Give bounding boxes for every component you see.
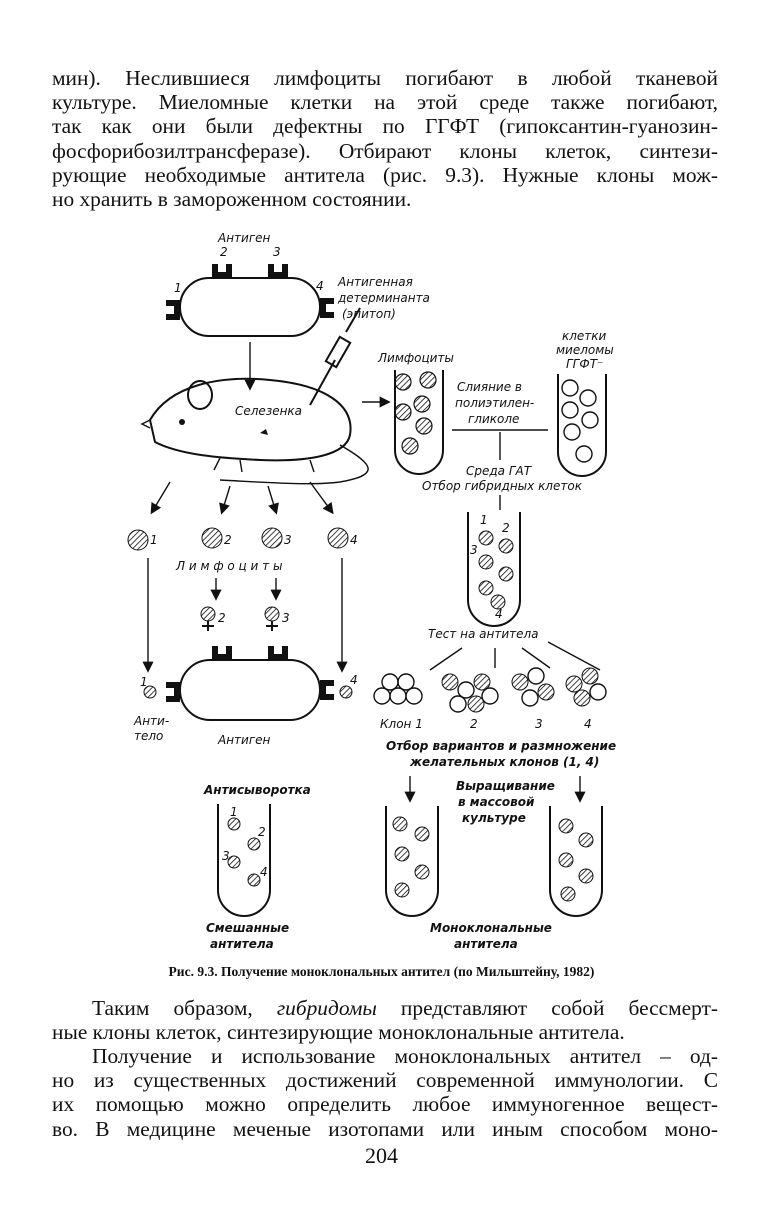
fusion-label: Слияние в [457, 380, 522, 394]
lymphocytes-row-label: Л и м ф о ц и т ы [175, 559, 282, 573]
myeloma-tube: клетки миеломы ГГФТ⁻ [556, 329, 614, 477]
antibody-test-label: Тест на антитела [428, 627, 539, 641]
antibody-number: 1 [140, 675, 148, 689]
antigen-bottom-diagram: 2 3 1 4 Анти- тело Антиген [133, 606, 358, 747]
antibody-number: 2 [258, 825, 266, 839]
mouse-illustration: Селезенка [140, 307, 369, 485]
bottom-paragraph-2: Получение и использование моноклональных… [52, 1044, 718, 1141]
figure-monoclonal-antibodies: Антиген 2 3 1 4 Антигенная детерминанта … [110, 220, 670, 960]
determinant-label: (эпитоп) [342, 307, 396, 321]
hat-label: Отбор гибридных клеток [422, 479, 583, 493]
epitope-block [268, 264, 288, 278]
clone-number: 4 [584, 717, 592, 731]
selection-label: Отбор вариантов и размножение [386, 739, 616, 753]
myeloma-label: клетки [562, 329, 607, 343]
epitope-number: 2 [220, 245, 228, 259]
figure-caption: Рис. 9.3. Получение моноклональных антит… [168, 964, 595, 979]
monoclonal-label: Моноклональные [430, 921, 552, 935]
antibody-label: тело [134, 729, 163, 743]
text-run: представляют собой бессмерт- [400, 996, 719, 1020]
antigen-top-diagram: Антиген 2 3 1 4 Антигенная детерминанта … [166, 231, 430, 391]
text-line: ные клоны клеток, синтезирующие моноклон… [52, 1020, 625, 1045]
lymphocyte-row: 1 2 3 4 Л и м ф о ц и т ы [127, 481, 358, 673]
fusion-label: полиэтилен- [455, 396, 534, 410]
top-paragraph: мин). Неслившиеся лимфоциты погибают в л… [52, 66, 718, 211]
lymphocytes-tube-label: Лимфоциты [377, 351, 454, 365]
epitope-block [212, 264, 232, 278]
text-run: Таким образом, [92, 996, 253, 1020]
epitope-number: 4 [316, 279, 324, 293]
clone-number: 2 [470, 717, 478, 731]
text-line: культуре. Миеломные клетки на этой среде… [52, 90, 718, 115]
epitope-block [166, 300, 180, 320]
spleen-label: Селезенка [235, 404, 302, 418]
determinant-label: Антигенная [337, 275, 413, 289]
mass-culture: Выращивание в массовой культуре Моноклон… [385, 776, 603, 951]
lymphocyte-number: 4 [350, 533, 358, 547]
mixed-antibodies-label: антитела [210, 937, 274, 951]
text-line: но из существенных достижений современно… [52, 1068, 718, 1093]
clone-number: 3 [470, 543, 478, 557]
lymphocytes-tube: Лимфоциты [362, 351, 454, 475]
mass-culture-label: Выращивание [456, 779, 555, 793]
antigen-bottom-label: Антиген [217, 733, 271, 747]
text-line: фосфорибозилтрансферазе). Отбирают клоны… [52, 138, 718, 163]
antigen-top-label: Антиген [217, 231, 271, 245]
text-line: их помощью можно определить любое иммуно… [52, 1092, 718, 1117]
antiserum-tube: Антисыворотка 1 2 3 4 Смешанные антитела [203, 783, 311, 951]
epitope-number: 3 [273, 245, 281, 259]
antibody-number: 1 [230, 805, 238, 819]
bottom-paragraph-1: Таким образом, гибридомы представляют со… [52, 996, 718, 1044]
antibody-number: 3 [222, 849, 230, 863]
myeloma-label: ГГФТ⁻ [566, 357, 603, 371]
text-line: Таким образом, гибридомы представляют со… [52, 996, 718, 1020]
emphasis: гибридомы [276, 996, 377, 1020]
myeloma-label: миеломы [556, 343, 614, 357]
antigen-body [179, 277, 321, 337]
mixed-antibodies-label: Смешанные [206, 921, 289, 935]
mass-culture-label: в массовой [458, 795, 535, 809]
fusion-label: гликоле [468, 412, 519, 426]
clone-number: 4 [495, 607, 503, 621]
antibody-number: 3 [282, 611, 290, 625]
selection-label: желательных клонов (1, 4) [409, 755, 599, 769]
lymphocyte-number: 3 [284, 533, 292, 547]
epitope-number: 1 [174, 281, 182, 295]
lymphocyte-number: 1 [150, 533, 158, 547]
antibody-number: 4 [260, 865, 268, 879]
antibody-label: Анти- [133, 714, 169, 728]
clone-number: 2 [502, 521, 510, 535]
hat-selection: Среда ГАТ Отбор гибридных клеток 1 2 3 4 [422, 464, 583, 627]
antibody-number: 2 [218, 611, 226, 625]
monoclonal-label: антитела [454, 937, 518, 951]
text-line: но хранить в замороженном состоянии. [52, 187, 412, 212]
hat-label: Среда ГАТ [466, 464, 533, 478]
text-line: во. В медицине меченые изотопами или ины… [52, 1116, 718, 1141]
clone-number: 3 [535, 717, 543, 731]
fusion-step: Слияние в полиэтилен- гликоле [452, 380, 548, 460]
antibody-test: Тест на антитела Кло [373, 627, 607, 731]
clone-label: Клон 1 [380, 717, 423, 731]
antibody-number: 4 [350, 673, 358, 687]
text-line: так как они были дефектны по ГГФТ (гипок… [52, 114, 718, 139]
text-line: рующие необходимые антитела (рис. 9.3). … [52, 162, 718, 187]
text-line: Получение и использование моноклональных… [92, 1044, 718, 1068]
mass-culture-label: культуре [462, 811, 526, 825]
page-number: 204 [365, 1143, 398, 1168]
epitope-block [320, 298, 334, 318]
determinant-label: детерминанта [337, 291, 430, 305]
clone-number: 1 [480, 513, 488, 527]
lymphocyte-number: 2 [224, 533, 232, 547]
antiserum-label: Антисыворотка [203, 783, 311, 797]
text-line: мин). Неслившиеся лимфоциты погибают в л… [52, 66, 718, 90]
